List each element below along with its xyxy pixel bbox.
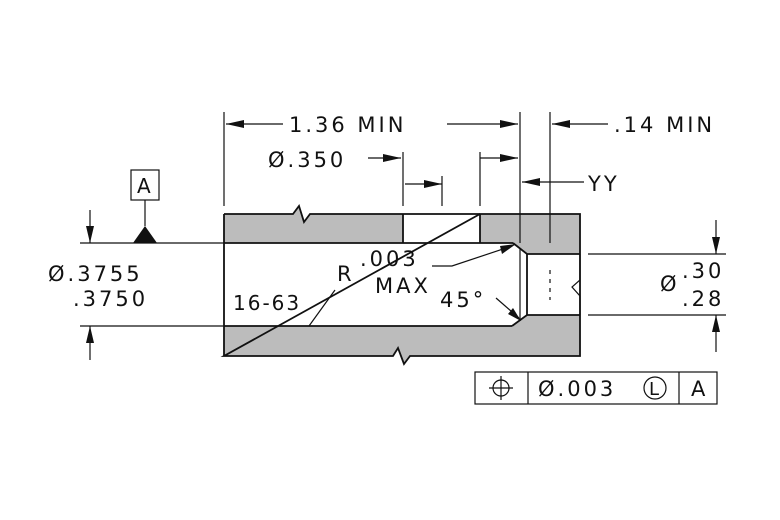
fcf-tolerance-label: Ø.003 xyxy=(538,377,616,401)
finish-label: 16-63 xyxy=(233,291,301,315)
radius-max-label: MAX xyxy=(375,274,431,298)
bottom-wall xyxy=(224,315,580,364)
counterbore-dia-label: Ø.350 xyxy=(268,148,346,172)
dimension-length: 1.36 MIN xyxy=(223,112,551,243)
view-label: YY xyxy=(587,172,620,196)
chamfer-angle-label: 45° xyxy=(440,288,486,312)
lmc-modifier-icon: L xyxy=(643,376,667,400)
small-dia-symbol: Ø xyxy=(660,272,680,296)
dimension-end-length: .14 MIN xyxy=(552,113,715,137)
feature-control-frame: Ø.003 L A xyxy=(474,371,718,405)
top-wall-left xyxy=(224,206,403,243)
radius-r-label: R xyxy=(337,262,355,286)
dimension-bore-dia: Ø.3755 .3750 xyxy=(48,210,224,360)
part-section xyxy=(224,206,580,364)
dimension-counterbore: Ø.350 xyxy=(268,148,518,206)
radius-note: R .003 MAX xyxy=(337,244,516,298)
radius-value-label: .003 xyxy=(360,247,419,271)
position-icon xyxy=(489,376,513,400)
small-dia-lower-label: .28 xyxy=(682,287,724,311)
datum-a-label: A xyxy=(137,174,153,198)
fcf-modifier-label: L xyxy=(649,379,659,400)
chamfer-note: 45° xyxy=(440,288,521,321)
bore-dia-upper-label: Ø.3755 xyxy=(48,262,143,286)
surface-finish: 16-63 xyxy=(233,289,336,327)
view-label-yy: YY xyxy=(522,172,620,196)
datum-a: A xyxy=(130,169,160,243)
bore-dia-lower-label: .3750 xyxy=(73,287,148,311)
dimension-small-dia: Ø .30 .28 xyxy=(588,220,726,352)
length-min-label: 1.36 MIN xyxy=(289,113,406,137)
end-length-min-label: .14 MIN xyxy=(614,113,715,137)
top-wall-right xyxy=(480,214,580,254)
part-outline xyxy=(220,204,581,366)
small-dia-upper-label: .30 xyxy=(682,259,724,283)
fcf-datum-label: A xyxy=(691,377,708,401)
